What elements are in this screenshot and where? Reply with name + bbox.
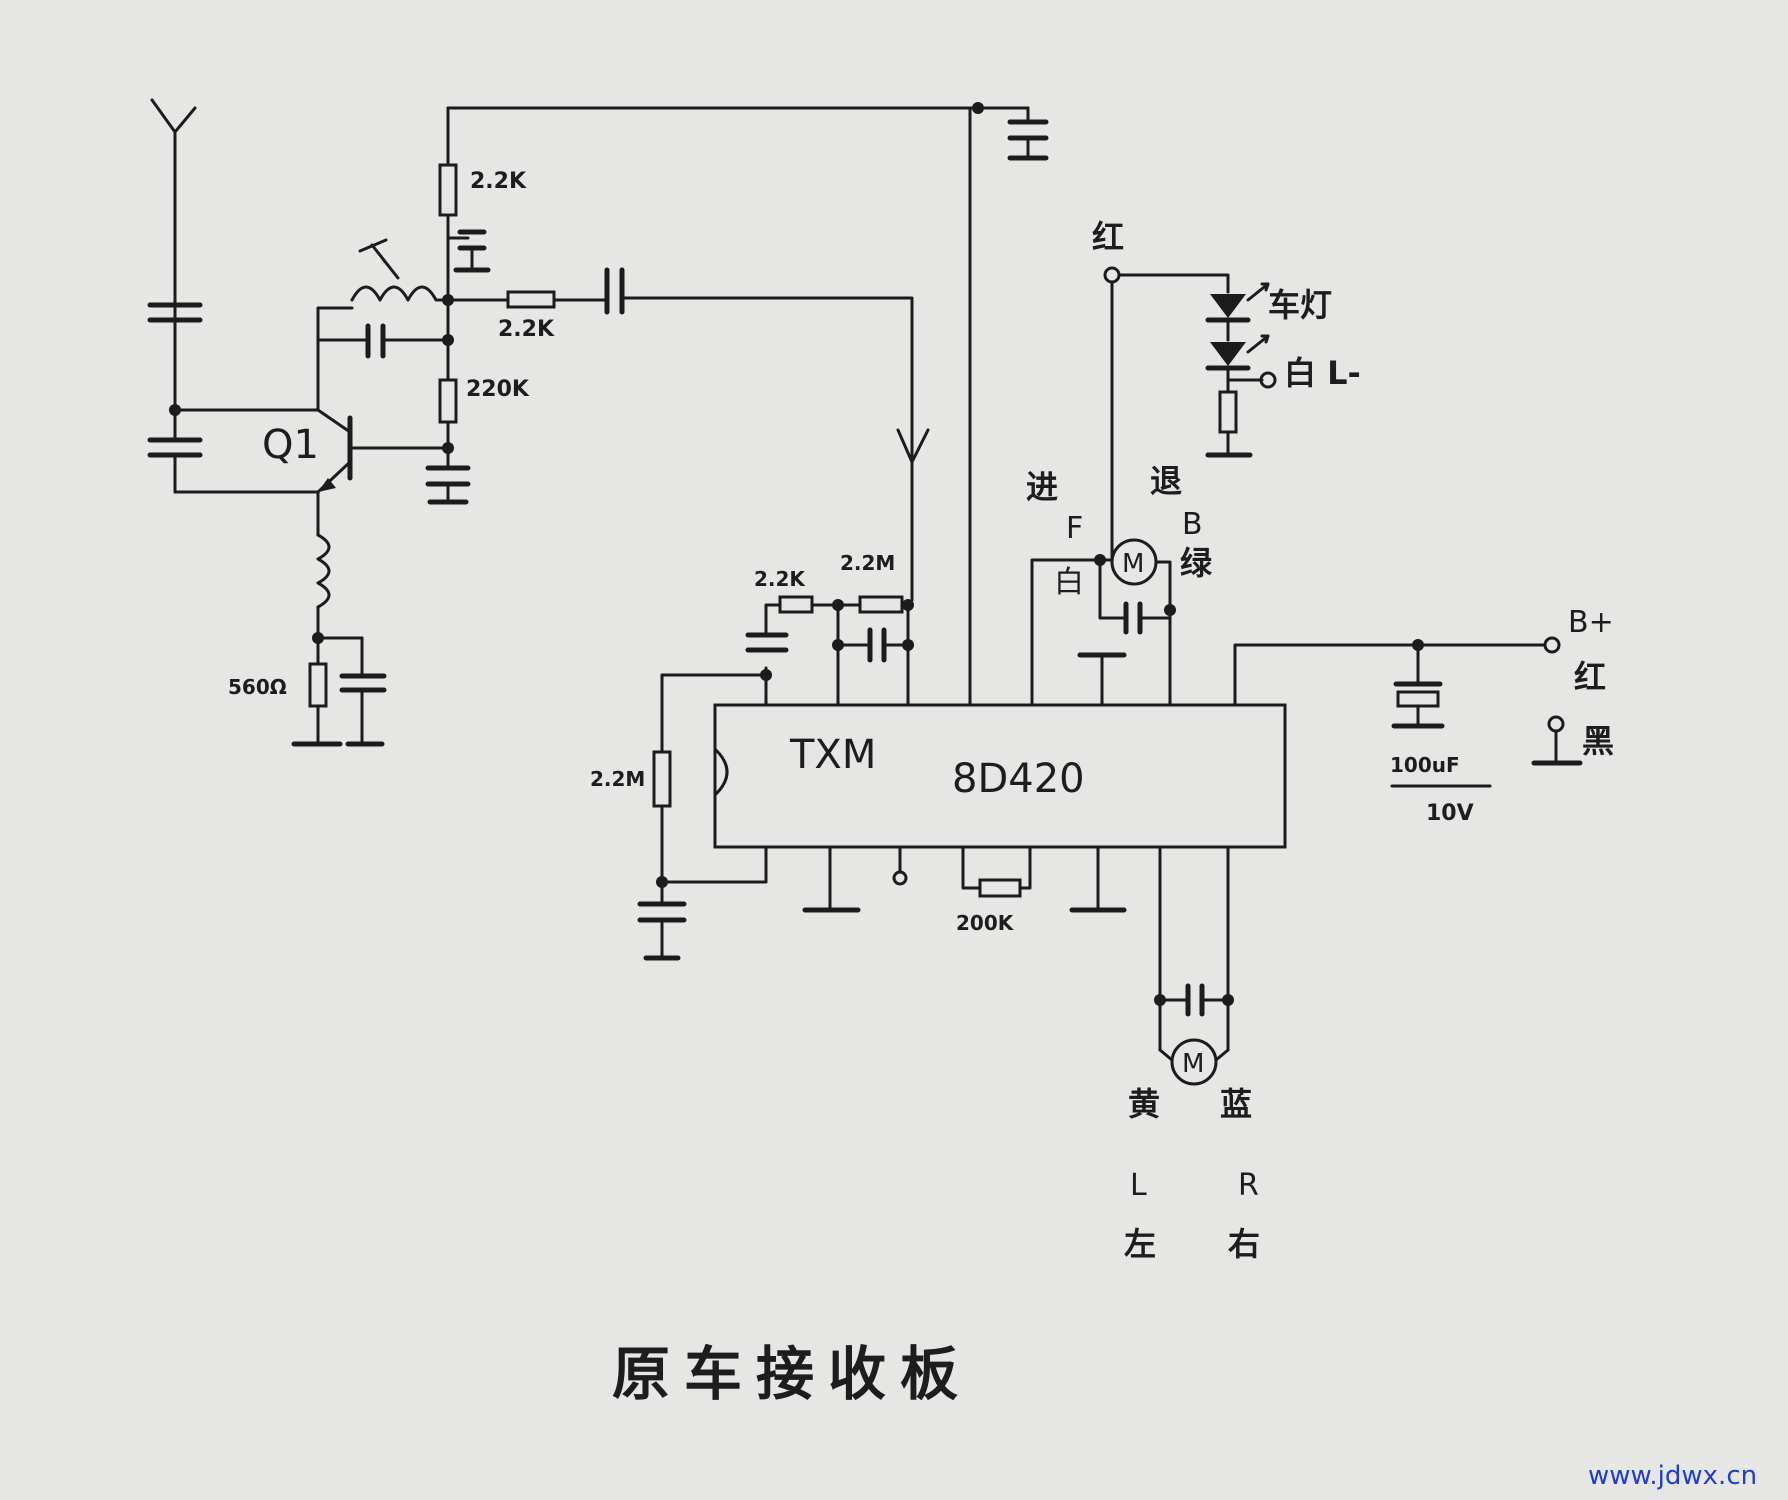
q1-label: Q1 — [262, 422, 319, 468]
wire-left-en: L — [1130, 1168, 1147, 1203]
wire-right-cn: 右 — [1228, 1225, 1260, 1263]
cap-voltage-label: 10V — [1426, 801, 1474, 826]
capacitor-fb — [867, 627, 887, 663]
r-left-label: 2.2M — [590, 767, 645, 791]
wire-white-l: 白 L- — [1284, 354, 1361, 392]
r-bias-label: 220K — [466, 377, 530, 402]
wire-forward-color: 白 — [1054, 565, 1084, 600]
resistor-fb2 — [858, 595, 904, 614]
resistor-left — [652, 750, 672, 808]
ic-txm-8d420 — [713, 703, 1287, 849]
wire-black: 黑 — [1582, 722, 1614, 760]
resistor-bias — [438, 378, 458, 424]
capacitor-tank — [365, 323, 386, 359]
wire-back-color: 绿 — [1180, 544, 1213, 582]
antenna — [150, 98, 197, 412]
capacitor-antenna — [147, 302, 203, 323]
wire-forward-cn: 进 — [1026, 468, 1058, 506]
diagram-title: 原车接收板 — [612, 1340, 972, 1408]
motor1-symbol: M — [1122, 549, 1144, 579]
wire-back-cn: 退 — [1150, 462, 1182, 500]
wire-bplus: B+ — [1568, 605, 1614, 640]
r-bottom-label: 200K — [956, 911, 1015, 935]
wire-forward-en: F — [1066, 511, 1083, 546]
motor2-symbol: M — [1182, 1049, 1204, 1079]
capacitor-input — [147, 408, 203, 494]
motor-forward-back: M — [1110, 538, 1158, 586]
resistor-bottom — [978, 878, 1022, 898]
transistor-q1 — [316, 408, 450, 494]
resistor-fb1 — [778, 595, 814, 614]
wire-red-top: 红 — [1092, 218, 1124, 256]
capacitor-emitter — [339, 636, 387, 747]
wire-car-light: 车灯 — [1268, 286, 1332, 324]
wire-yellow: 黄 — [1128, 1085, 1160, 1123]
capacitor-coupling — [604, 267, 625, 315]
capacitor-rail — [1007, 106, 1049, 161]
resistor-signal — [506, 290, 556, 309]
wire-bplus-color: 红 — [1574, 658, 1606, 696]
motor-left-right: M — [1170, 1038, 1218, 1086]
inductor-tank — [350, 238, 450, 302]
r-top-label: 2.2K — [470, 169, 527, 194]
led-car-light — [1205, 282, 1270, 371]
wire-left-cn: 左 — [1124, 1225, 1156, 1263]
capacitor-base — [425, 465, 471, 505]
capacitor-motor2 — [1185, 983, 1205, 1017]
capacitor-supply — [1391, 643, 1445, 729]
resistor-emitter — [308, 662, 328, 708]
cap-supply-label: 100uF — [1390, 753, 1460, 777]
inductor-emitter — [316, 533, 331, 640]
capacitor-left — [637, 901, 687, 961]
capacitor-decouple — [446, 229, 491, 273]
r-fb2-label: 2.2M — [840, 551, 895, 575]
chip-name-1: TXM — [789, 732, 876, 778]
watermark: www.jdwx.cn — [1588, 1461, 1757, 1491]
r-emit-label: 560Ω — [228, 675, 287, 699]
capacitor-osc — [745, 632, 789, 653]
wire-blue: 蓝 — [1220, 1085, 1252, 1123]
r-fb1-label: 2.2K — [754, 567, 806, 591]
chip-name-2: 8D420 — [952, 756, 1085, 802]
resistor-led — [1218, 390, 1238, 434]
r-mid-label: 2.2K — [498, 317, 555, 342]
wire-back-en: B — [1182, 507, 1203, 542]
capacitor-motor1 — [1123, 601, 1143, 635]
resistor-top — [438, 163, 458, 217]
wire-right-en: R — [1238, 1168, 1259, 1203]
